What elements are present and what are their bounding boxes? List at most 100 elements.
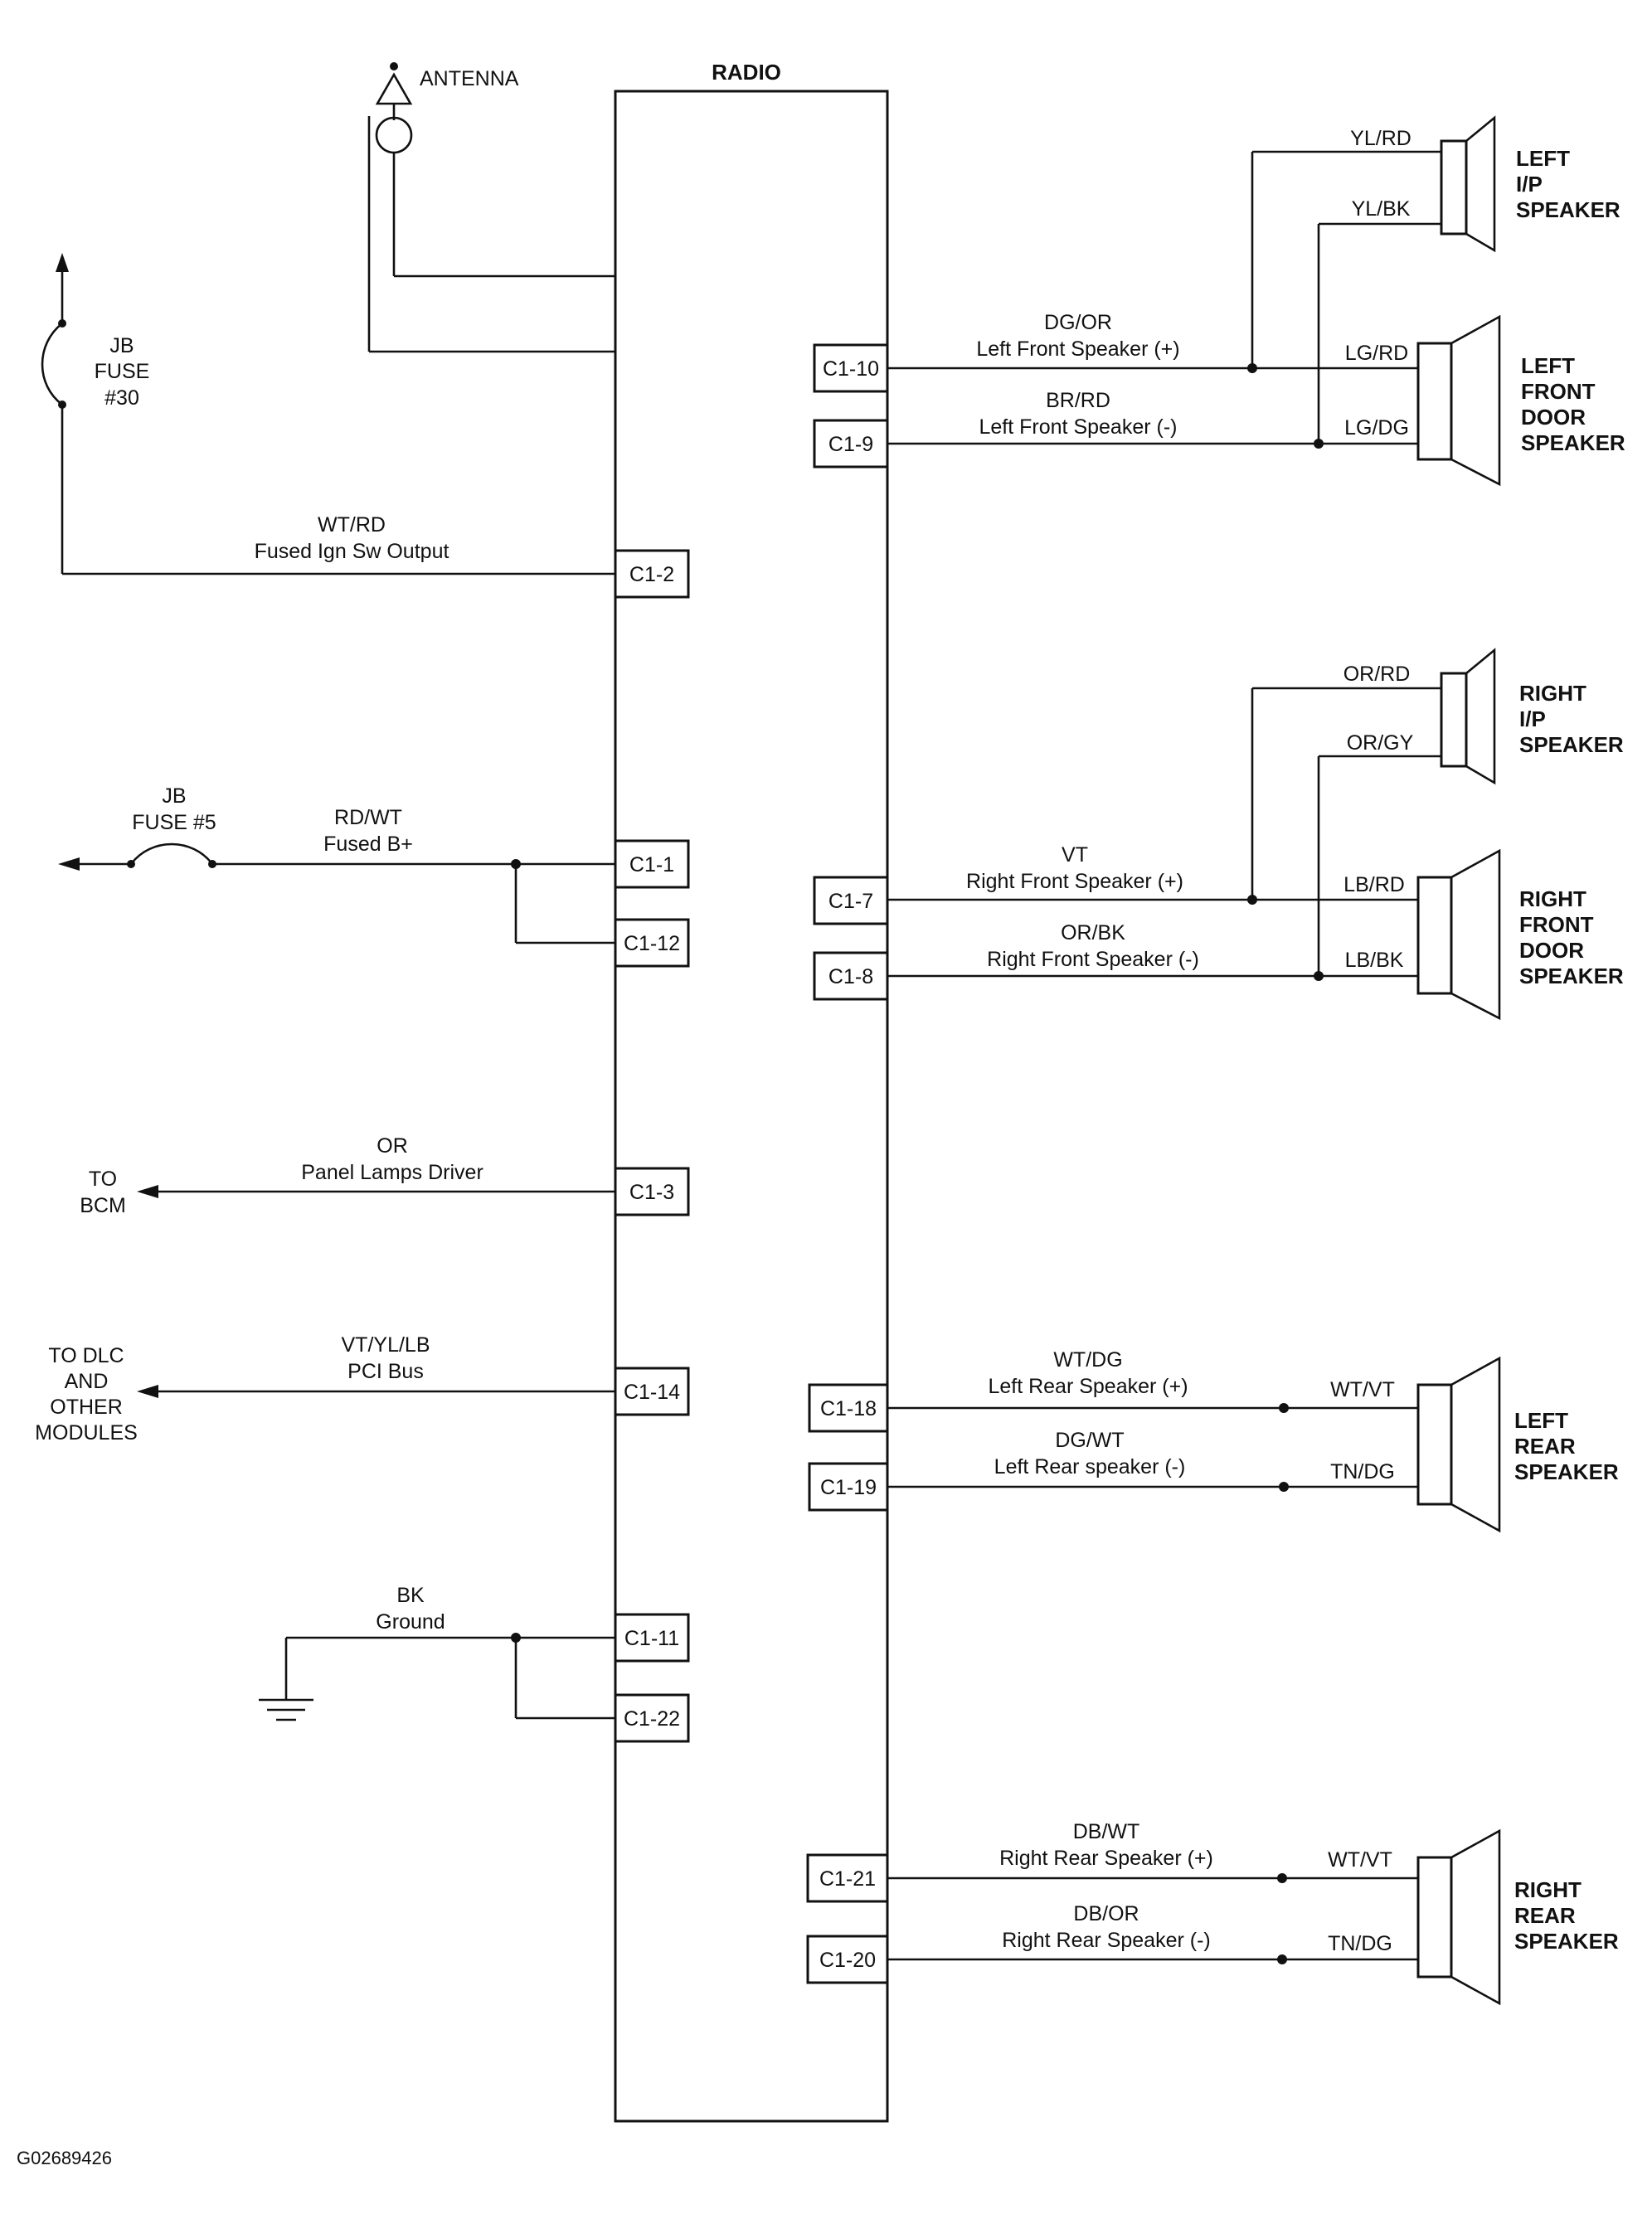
fused-ign-color: WT/RD [318,513,386,537]
spk-lip-3: SPEAKER [1516,197,1620,222]
pci-dest-4: MODULES [35,1421,138,1444]
pin-c1-7 [813,876,889,925]
right-rear-wiring [887,1873,1418,1964]
pin-c1-22 [614,1693,690,1743]
fuse-5-label-1: JB [162,784,186,808]
left-front-wiring [887,150,1441,449]
left-rear-speaker-symbol [1416,1356,1501,1533]
pin-c1-20 [806,1935,889,1984]
pin-c1-9 [813,419,889,469]
lr-neg-spk-wire: TN/DG [1330,1460,1395,1483]
fuse-30-label-1: JB [109,334,134,357]
pci-dest-2: AND [65,1370,109,1393]
ground-circuit [259,1633,615,1721]
right-front-door-speaker-symbol [1416,848,1501,1021]
pin-c1-10-label: C1-10 [823,357,879,381]
fuse-5-label-2: FUSE #5 [132,811,216,834]
rf-neg-name: Right Front Speaker (-) [987,948,1199,971]
pci-bus-circuit [137,1385,615,1398]
spk-lr-3: SPEAKER [1514,1459,1619,1484]
spk-lr-1: LEFT [1514,1408,1568,1433]
ground-name: Ground [376,1610,445,1634]
pin-c1-7-label: C1-7 [828,890,873,913]
spk-lfd-3: DOOR [1521,405,1586,430]
pin-c1-21-label: C1-21 [819,1867,876,1891]
spk-lfd-1: LEFT [1521,353,1575,378]
rf-neg-spk-wire: LB/BK [1345,949,1404,972]
fuse-30-label-3: #30 [104,386,139,410]
pin-c1-9-label: C1-9 [828,433,873,456]
pin-c1-11-label: C1-11 [624,1627,679,1650]
pin-c1-21 [806,1853,889,1903]
lip-top-wire: YL/RD [1350,127,1411,150]
pin-c1-14-label: C1-14 [624,1381,680,1404]
lf-pos-color: DG/OR [1044,311,1112,334]
spk-rfd-3: DOOR [1519,938,1584,963]
pci-color: VT/YL/LB [342,1333,430,1357]
panel-color: OR [377,1134,408,1158]
pin-c1-8 [813,951,889,1001]
rf-pos-spk-wire: LB/RD [1343,873,1405,896]
lr-pos-color: WT/DG [1053,1348,1122,1372]
ground-color: BK [396,1584,425,1607]
spk-rip-2: I/P [1519,706,1546,731]
rr-pos-name: Right Rear Speaker (+) [999,1847,1213,1870]
spk-rfd-2: FRONT [1519,912,1594,937]
pin-c1-20-label: C1-20 [819,1949,876,1972]
spk-lfd-2: FRONT [1521,379,1596,404]
antenna-symbol [367,62,615,353]
spk-lip-2: I/P [1516,172,1543,197]
spk-lfd-4: SPEAKER [1521,430,1625,455]
pin-c1-18 [808,1383,889,1433]
pin-c1-3 [614,1167,690,1216]
rr-pos-color: DB/WT [1073,1820,1140,1843]
right-ip-speaker-symbol [1440,648,1496,785]
left-rear-wiring [887,1403,1418,1492]
pin-c1-2-label: C1-2 [629,563,674,586]
fused-ign-name: Fused Ign Sw Output [255,540,449,563]
rip-bot-wire: OR/GY [1347,731,1414,755]
panel-name: Panel Lamps Driver [301,1161,483,1184]
lr-pos-name: Left Rear Speaker (+) [988,1375,1188,1398]
lf-neg-color: BR/RD [1046,389,1110,412]
fuse-5-circuit [58,842,615,944]
fuse-30-label-2: FUSE [95,360,150,383]
pin-c1-22-label: C1-22 [624,1707,680,1731]
pci-dest-1: TO DLC [48,1344,124,1367]
panel-dest-1: TO [89,1168,117,1191]
radio-title: RADIO [712,60,781,85]
rr-neg-name: Right Rear Speaker (-) [1002,1929,1210,1952]
spk-lip-1: LEFT [1516,146,1570,171]
lf-neg-name: Left Front Speaker (-) [979,415,1178,439]
lf-neg-spk-wire: LG/DG [1344,416,1409,439]
lr-pos-spk-wire: WT/VT [1330,1378,1395,1401]
figure-id: G02689426 [17,2148,112,2168]
pin-c1-3-label: C1-3 [629,1181,674,1204]
panel-dest-2: BCM [80,1194,126,1217]
spk-rr-3: SPEAKER [1514,1929,1619,1954]
right-front-wiring [887,687,1441,981]
rr-neg-spk-wire: TN/DG [1328,1932,1392,1955]
left-ip-speaker-symbol [1440,115,1496,253]
pin-c1-2 [614,549,690,599]
pci-dest-3: OTHER [50,1396,123,1419]
pin-c1-18-label: C1-18 [820,1397,877,1420]
rf-pos-color: VT [1062,843,1088,867]
pin-c1-19-label: C1-19 [820,1476,877,1499]
spk-rip-1: RIGHT [1519,681,1586,706]
pci-name: PCI Bus [347,1360,424,1383]
fuse-30-circuit [41,253,615,575]
lf-pos-name: Left Front Speaker (+) [976,337,1179,361]
pin-c1-14 [614,1367,690,1416]
spk-rfd-1: RIGHT [1519,886,1586,911]
rr-pos-spk-wire: WT/VT [1328,1848,1392,1872]
lr-neg-name: Left Rear speaker (-) [994,1455,1186,1478]
spk-rr-1: RIGHT [1514,1877,1582,1902]
left-front-door-speaker-symbol [1416,314,1501,487]
fused-bplus-name: Fused B+ [323,833,413,856]
spk-rr-2: REAR [1514,1903,1576,1928]
rr-neg-color: DB/OR [1073,1902,1139,1925]
pin-c1-12-label: C1-12 [624,932,680,955]
radio-module-box [614,90,889,2123]
